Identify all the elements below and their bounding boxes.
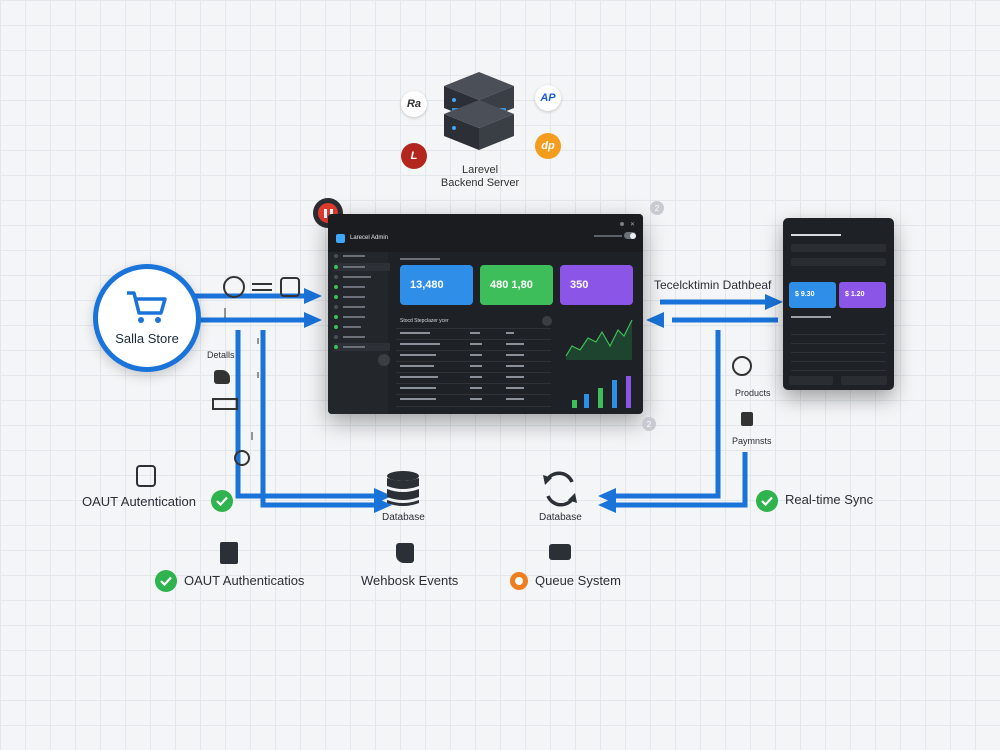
chat-icon <box>280 277 300 297</box>
admin-dashboard: Larecel Admin ✕ 13,480 480 1,80 350 Stoc… <box>328 214 643 414</box>
check-icon <box>155 570 177 592</box>
check-icon <box>756 490 778 512</box>
tablet-button-right[interactable] <box>841 376 887 385</box>
sync-icon <box>540 470 580 513</box>
details-label: Detalls <box>207 350 235 360</box>
table-row[interactable] <box>396 394 551 407</box>
stat-card-value: 350 <box>570 279 589 291</box>
tablet-card-purple[interactable]: $ 1.20 <box>839 282 886 308</box>
queue-system-label: Queue System <box>535 573 621 588</box>
dp-badge-icon: dp <box>535 133 561 159</box>
table-row[interactable] <box>396 372 551 384</box>
tablet-filter-input[interactable] <box>791 258 886 266</box>
table-row[interactable] <box>396 339 551 351</box>
right-dashboard-title: Tecelcktimin Dathbeaf <box>654 278 772 292</box>
table-row[interactable] <box>396 383 551 395</box>
box-icon <box>732 356 752 376</box>
wave-icon <box>252 283 272 291</box>
tablet-button-left[interactable] <box>789 376 833 385</box>
link-icon <box>223 276 245 298</box>
table-row[interactable] <box>396 350 551 362</box>
queue-icon <box>549 544 571 560</box>
laravel-badge-icon: L <box>401 143 427 169</box>
bar-icon <box>212 398 238 410</box>
table-title: Stocd Stepclazer ycer <box>400 318 449 324</box>
sidebar-item[interactable] <box>334 303 390 311</box>
cards-heading <box>400 258 440 260</box>
tablet-table <box>791 326 886 374</box>
table-row[interactable] <box>396 361 551 373</box>
sidebar-more-icon[interactable] <box>378 354 390 366</box>
ra-badge-text: Ra <box>406 98 422 110</box>
payments-label: Paymnsts <box>732 436 772 446</box>
sidebar-item[interactable] <box>334 283 390 291</box>
document-icon <box>220 542 238 564</box>
tablet-header <box>791 234 841 236</box>
tablet-card-value: $ 1.20 <box>845 291 865 298</box>
server-label-line1: Larevel <box>461 164 499 176</box>
dp-badge-text: dp <box>541 140 555 152</box>
queue-system-icon <box>510 572 528 590</box>
cart-icon <box>127 291 167 323</box>
sidebar-item[interactable] <box>334 333 390 341</box>
sidebar-item[interactable] <box>334 343 390 351</box>
sidebar-item[interactable] <box>334 323 390 331</box>
server-icon <box>442 70 516 171</box>
line-chart <box>565 319 633 360</box>
sidebar-item[interactable] <box>334 252 390 260</box>
oauth-top-label: OAUT Autentication <box>82 494 196 509</box>
sidebar-item[interactable] <box>334 313 390 321</box>
webhook-icon <box>396 543 414 563</box>
products-label: Products <box>735 388 771 398</box>
tablet-card-blue[interactable]: $ 9.30 <box>789 282 836 308</box>
toggle-label <box>594 235 622 237</box>
stat-card-value: 480 1,80 <box>490 279 533 291</box>
dashboard-sidebar <box>328 252 390 414</box>
table-row[interactable] <box>396 328 551 340</box>
database-icon <box>385 470 421 513</box>
tablet-table-title <box>791 316 831 318</box>
sidebar-item[interactable] <box>334 273 390 281</box>
stat-card-revenue[interactable]: 13,480 <box>400 265 473 305</box>
sidebar-item[interactable] <box>334 263 390 271</box>
server-label: Larevel Backend Server <box>425 164 535 190</box>
database-right-label: Database <box>539 512 582 523</box>
tablet-search-input[interactable] <box>791 244 886 252</box>
database-left-label: Database <box>382 512 425 523</box>
stat-card-value: 13,480 <box>410 279 444 291</box>
ra-badge-icon: Ra <box>401 91 427 117</box>
step-number-bottom: 2 <box>642 417 656 431</box>
laravel-badge-text: L <box>410 150 418 162</box>
settings-icon[interactable] <box>620 222 624 226</box>
dashboard-topbar: Larecel Admin ✕ <box>328 214 643 252</box>
stat-card-orders[interactable]: 480 1,80 <box>480 265 553 305</box>
step-number-top: 2 <box>650 201 664 215</box>
server-label-line2: Backend Server <box>440 177 520 189</box>
payment-icon <box>741 412 753 426</box>
dashboard-logo-icon <box>336 234 345 243</box>
lock-icon <box>136 465 156 487</box>
step-number-bottom-text: 2 <box>646 419 652 429</box>
tablet-card-value: $ 9.30 <box>795 291 815 298</box>
sidebar-item[interactable] <box>334 293 390 301</box>
gear-small-icon <box>234 450 250 466</box>
check-icon <box>211 490 233 512</box>
dashboard-title: Larecel Admin <box>350 235 389 241</box>
salla-store-label: Salla Store <box>115 331 179 346</box>
oauth-bottom-label: OAUT Authenticatios <box>184 573 305 588</box>
table-menu-icon[interactable] <box>542 316 552 326</box>
close-icon[interactable]: ✕ <box>630 222 636 228</box>
bar-chart <box>572 376 631 408</box>
ap-badge-icon: AP <box>535 85 561 111</box>
webhook-events-label: Wehbosk Events <box>361 573 459 588</box>
right-dashboard: $ 9.30 $ 1.20 <box>783 218 894 390</box>
step-number-top-text: 2 <box>654 203 660 213</box>
salla-store-node: Salla Store <box>93 264 201 372</box>
stat-card-customers[interactable]: 350 <box>560 265 633 305</box>
ap-badge-text: AP <box>540 92 556 104</box>
theme-toggle[interactable] <box>624 232 636 239</box>
hand-icon <box>214 370 230 384</box>
realtime-sync-label: Real-time Sync <box>785 492 874 507</box>
